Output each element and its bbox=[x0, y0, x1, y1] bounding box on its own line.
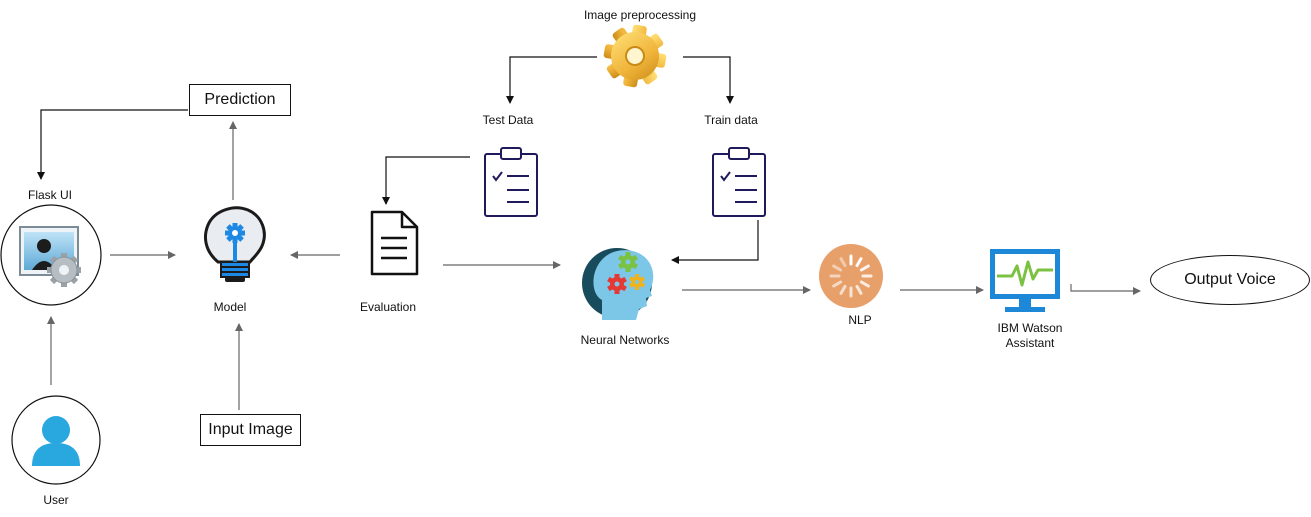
arrow-gear-to-test-data bbox=[506, 56, 597, 104]
evaluation-label: Evaluation bbox=[359, 300, 417, 314]
user-settings-window-icon bbox=[0, 204, 102, 306]
clipboard-icon bbox=[712, 147, 766, 217]
lightbulb-gear-icon bbox=[204, 206, 266, 282]
arrow-test-data-to-evaluation bbox=[382, 156, 470, 205]
ibm-watson-label: IBM Watson Assistant bbox=[970, 321, 1090, 351]
arrow-watson-to-output bbox=[1070, 284, 1141, 295]
image-preprocessing-label: Image preprocessing bbox=[583, 8, 697, 22]
arrow-gear-to-train-data bbox=[683, 56, 734, 104]
head-gears-icon bbox=[582, 248, 654, 320]
document-icon bbox=[370, 210, 419, 276]
output-voice-node: Output Voice bbox=[1150, 255, 1310, 305]
test-data-label: Test Data bbox=[482, 113, 534, 127]
train-data-label: Train data bbox=[704, 113, 758, 127]
clipboard-icon bbox=[484, 147, 538, 217]
user-icon bbox=[11, 395, 101, 485]
arrow-train-data-to-neural-networks bbox=[671, 220, 759, 264]
user-label: User bbox=[43, 493, 69, 507]
input-image-box: Input Image bbox=[200, 414, 301, 446]
monitor-pulse-icon bbox=[990, 249, 1060, 312]
prediction-box: Prediction bbox=[189, 84, 291, 116]
connectors bbox=[37, 56, 1141, 410]
arrow-prediction-to-flask bbox=[37, 109, 188, 180]
nlp-label: NLP bbox=[848, 313, 872, 327]
loading-spinner-icon bbox=[819, 244, 883, 308]
ibm-watson-label-line1: IBM Watson bbox=[997, 321, 1063, 335]
flask-ui-label: Flask UI bbox=[27, 188, 72, 202]
ibm-watson-label-line2: Assistant bbox=[1005, 336, 1055, 350]
gear-icon bbox=[603, 24, 667, 88]
neural-networks-label: Neural Networks bbox=[580, 333, 670, 347]
model-label: Model bbox=[213, 300, 247, 314]
